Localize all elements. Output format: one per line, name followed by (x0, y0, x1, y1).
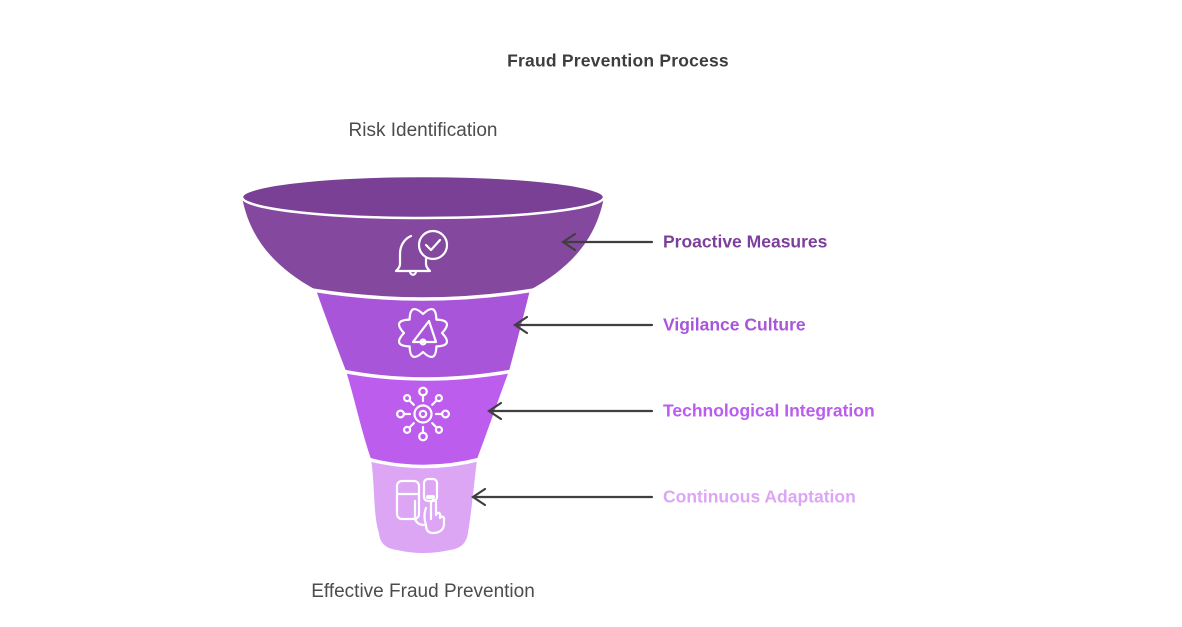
separator-3 (366, 457, 482, 469)
arrow-technological-integration (487, 401, 654, 421)
funnel-stage-1-shape (242, 197, 604, 299)
funnel-stage-4-shape (371, 459, 477, 553)
stage-label-proactive-measures: Proactive Measures (663, 231, 828, 252)
arrow-proactive-measures (561, 232, 654, 252)
bell-check-icon (394, 229, 449, 276)
funnel-stage-2-shape (316, 290, 530, 379)
funnel-stage-3-shape (346, 371, 509, 467)
stage-label-technological-integration: Technological Integration (663, 400, 875, 421)
network-hub-icon (396, 386, 451, 442)
funnel-top-label: Risk Identification (348, 120, 498, 141)
stage-label-continuous-adaptation: Continuous Adaptation (663, 486, 856, 507)
arrow-continuous-adaptation (471, 487, 654, 507)
page-title: Fraud Prevention Process (507, 50, 729, 71)
separator-2 (341, 369, 514, 381)
funnel-rim (240, 174, 606, 220)
funnel-bottom-label: Effective Fraud Prevention (311, 581, 535, 602)
separator-1 (311, 288, 535, 301)
stage-label-vigilance-culture: Vigilance Culture (663, 314, 806, 335)
arrow-vigilance-culture (513, 315, 654, 335)
badge-megaphone-icon (397, 307, 449, 359)
device-hand-icon (395, 477, 446, 535)
